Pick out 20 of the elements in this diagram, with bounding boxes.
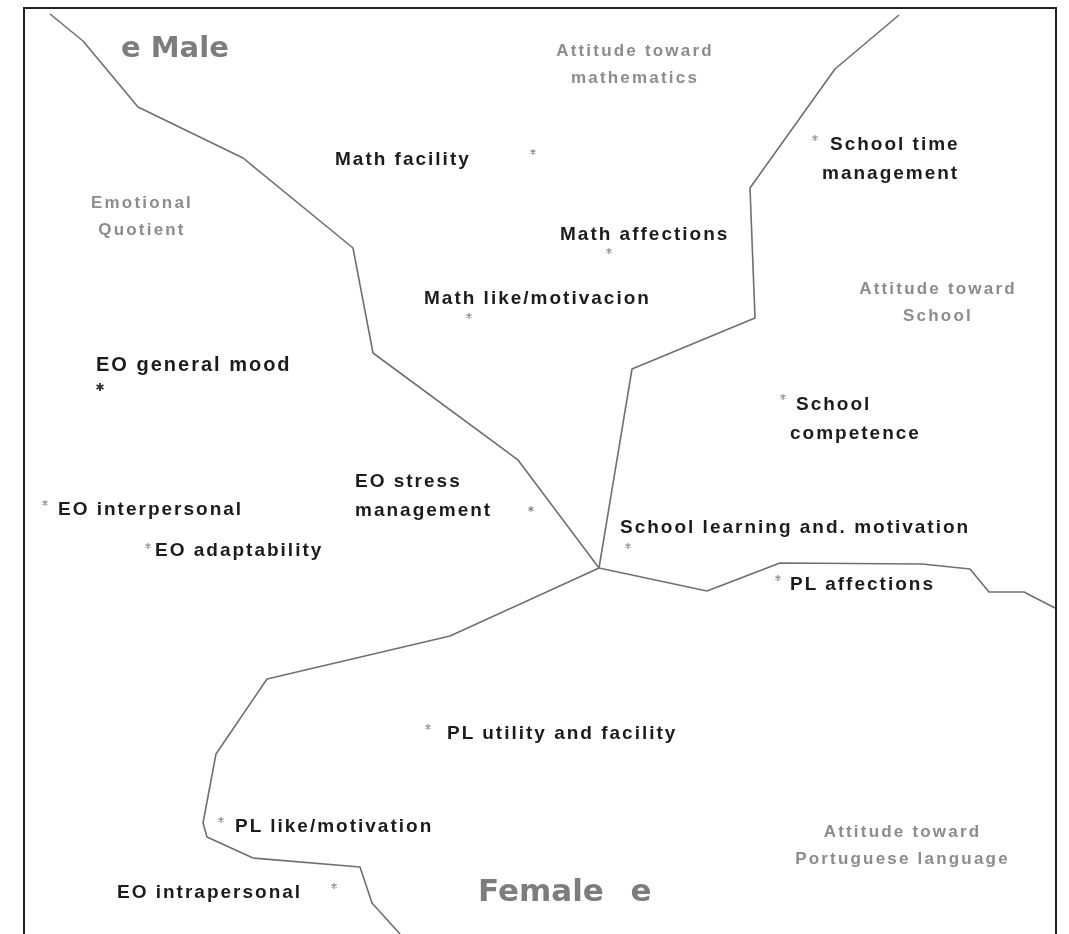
- point-label: PL affections: [790, 572, 935, 596]
- point-label: PL like/motivation: [235, 814, 434, 838]
- point-label: School competence: [790, 392, 922, 445]
- region-label: Attitude toward School: [858, 278, 1018, 328]
- point-label: Math like/motivacion: [424, 286, 651, 310]
- point-label: EO adaptability: [155, 538, 324, 562]
- region-label: Attitude toward Portuguese language: [794, 821, 1011, 871]
- point-label: EO interpersonal: [58, 497, 244, 521]
- gender-label: e Male: [121, 30, 229, 65]
- point-label: PL utility and facility: [447, 721, 678, 745]
- region-label: Attitude toward mathematics: [555, 40, 715, 90]
- point-label: EO general mood: [96, 352, 292, 377]
- point-label: School time management: [822, 132, 961, 185]
- point-label: School learning and. motivation: [620, 515, 971, 539]
- point-label: EO intrapersonal: [117, 880, 303, 904]
- point-label: Math facility: [335, 147, 471, 171]
- point-label: Math affections: [560, 222, 730, 246]
- gender-label: Female e: [478, 872, 652, 910]
- point-label: EO stress management: [355, 469, 494, 522]
- region-label: Emotional Quotient: [90, 192, 194, 242]
